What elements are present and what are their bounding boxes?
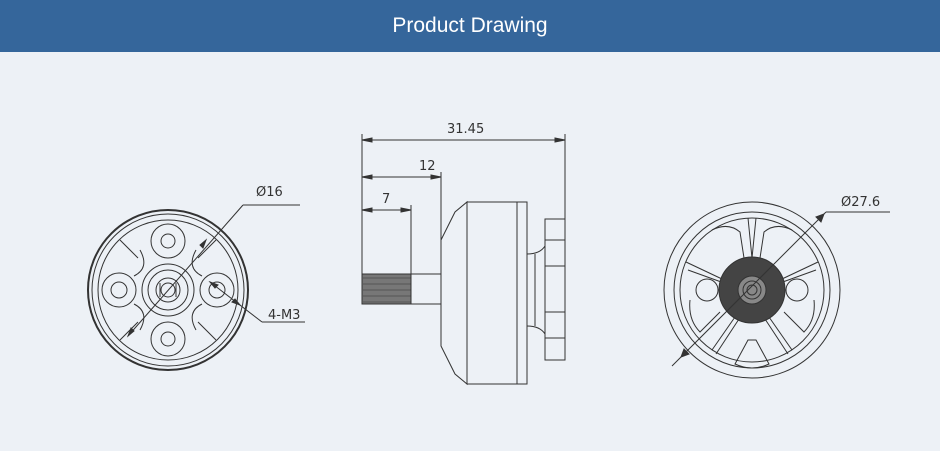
mount-holes-label: 4-M3 (268, 308, 300, 323)
front-diameter-label: Ø16 (256, 185, 283, 200)
bell-diameter-label: Ø27.6 (841, 195, 880, 210)
thread-length-label: 7 (382, 192, 390, 207)
rear-view-bell (663, 201, 890, 379)
side-view (361, 134, 566, 386)
page-title: Product Drawing (392, 14, 548, 37)
overall-length-label: 31.45 (447, 122, 484, 137)
front-view-mount (87, 204, 305, 371)
header-bar: Product Drawing (0, 0, 940, 52)
shaft-length-label: 12 (419, 159, 436, 174)
